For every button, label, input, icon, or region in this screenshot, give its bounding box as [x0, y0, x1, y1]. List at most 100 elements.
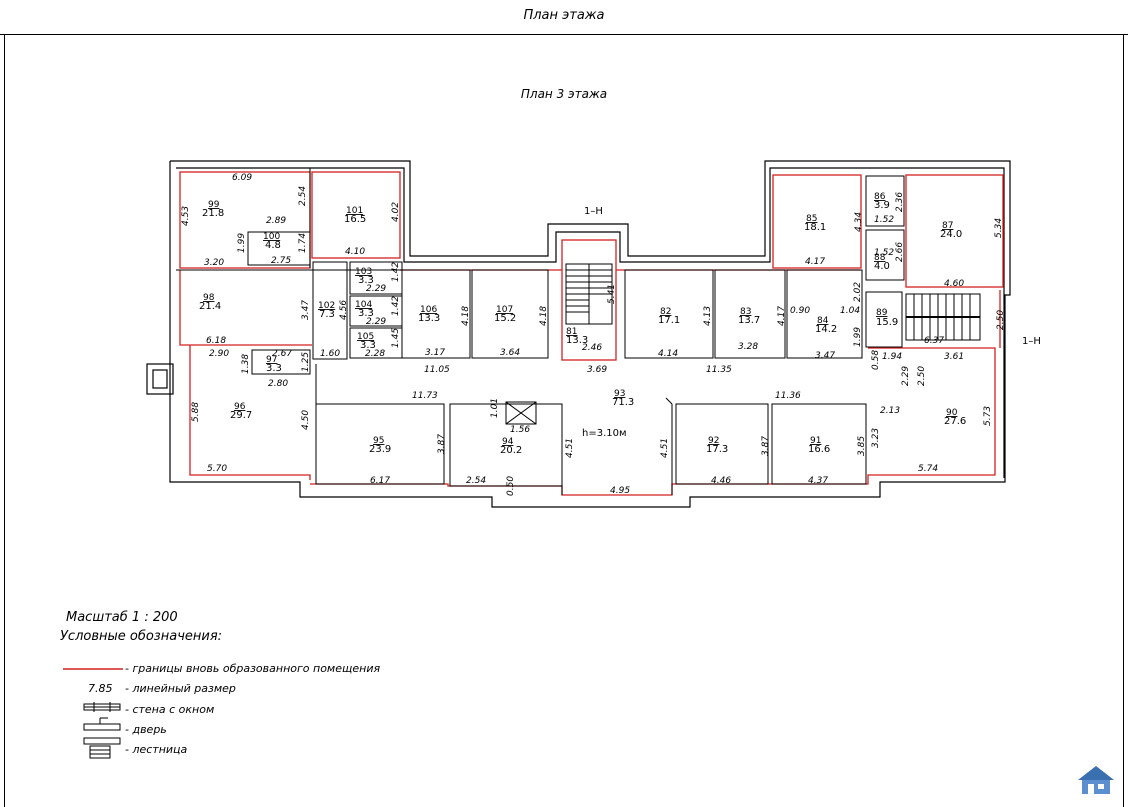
room-82-num: 82 [660, 307, 671, 317]
room-95-num: 95 [373, 436, 384, 446]
room-96-num: 96 [234, 402, 246, 412]
dim-label: 5.73 [983, 406, 993, 426]
dim-label: 6.18 [206, 336, 226, 346]
room-105-area: 3.3 [360, 340, 376, 351]
legend-door-label: - дверь [125, 723, 167, 736]
legend-dim-value: 7.85 [88, 682, 113, 695]
corridor-num: 93 [614, 389, 625, 399]
dim-label: 1.94 [882, 352, 902, 362]
dim-label: 1.04 [840, 306, 860, 316]
dim-label: 3.64 [500, 348, 520, 358]
room-103-num: 103 [355, 267, 372, 277]
room-86-box [865, 175, 905, 227]
room-97-area: 3.3 [266, 363, 282, 374]
room-81-num: 81 [566, 327, 577, 337]
dim-label: 4.37 [808, 476, 828, 486]
dim-label: 3.47 [815, 351, 835, 361]
boundary-98 [179, 270, 312, 346]
dim-label: 11.36 [775, 391, 801, 401]
dim-label: 4.51 [565, 438, 575, 458]
header-title: План этажа [523, 8, 605, 23]
room-87-num: 87 [942, 221, 953, 231]
dim-label: 2.29 [901, 366, 911, 386]
legend-boundary-label: - границы вновь образованного помещения [125, 662, 381, 675]
stair-west [565, 263, 613, 325]
scale-label: Масштаб 1 : 200 [66, 610, 178, 625]
dim-label: 2.50 [996, 310, 1006, 330]
boundary-101 [311, 171, 401, 259]
room-94-num: 94 [502, 437, 514, 447]
dimensions-horizontal: 6.09 2.89 2.75 3.20 4.10 2.29 2.29 2.28 … [204, 173, 964, 496]
dim-label: 2.54 [298, 186, 308, 206]
dim-label: 2.67 [272, 349, 292, 359]
dim-label: 1.52 [874, 215, 894, 225]
legend-window-wall-label: - стена с окном [125, 703, 215, 716]
dim-label: 2.75 [271, 256, 291, 266]
room-99-num: 99 [208, 200, 220, 210]
room-97-num: 97 [266, 355, 277, 365]
dim-label: 1.42 [391, 262, 401, 282]
corridor-area: 71.3 [612, 397, 634, 408]
dim-label: 1.99 [237, 233, 247, 253]
room-94-area: 20.2 [500, 445, 522, 456]
dim-label: 3.87 [761, 436, 771, 456]
room-102-box [312, 261, 348, 360]
dim-label: 4.02 [391, 202, 401, 222]
dim-label: 11.05 [424, 365, 450, 375]
dim-label: 6.09 [232, 173, 252, 183]
legend-door-symbol [83, 717, 121, 731]
room-101-area: 16.5 [344, 214, 366, 225]
dim-label: 6.17 [370, 476, 390, 486]
room-91-area: 16.6 [808, 444, 830, 455]
dim-label: 4.18 [461, 306, 471, 326]
room-83-area: 13.7 [738, 315, 760, 326]
room-107-num: 107 [496, 305, 513, 315]
dim-label: 3.69 [587, 365, 607, 375]
dim-label: 0.50 [506, 476, 516, 496]
dim-label: 11.73 [412, 391, 438, 401]
corridor-height: h=3.10м [582, 428, 627, 439]
elevator-shaft [505, 401, 537, 425]
dim-label: 1.38 [241, 354, 251, 374]
column-left-inner [152, 369, 168, 389]
dim-label: 4.17 [777, 306, 787, 326]
dim-label: 5.70 [207, 464, 227, 474]
dim-label: 3.17 [425, 348, 445, 358]
dim-label: 2.29 [366, 284, 386, 294]
room-100-num: 100 [263, 232, 280, 242]
dim-label: 4.53 [181, 206, 191, 226]
frame-right-line [1123, 34, 1124, 807]
room-102-area: 7.3 [319, 309, 335, 320]
room-91-box [771, 403, 867, 485]
room-106-num: 106 [420, 305, 437, 315]
room-90-num: 90 [946, 408, 958, 418]
room-100-box [247, 231, 311, 266]
dim-label: 4.13 [703, 306, 713, 326]
legend-window-wall-symbol [83, 702, 121, 712]
dim-label: 4.10 [345, 247, 365, 257]
dim-label: 1.25 [301, 352, 311, 372]
dim-label: 2.89 [266, 216, 286, 226]
room-83-box [714, 269, 786, 359]
room-91-num: 91 [810, 436, 821, 446]
dim-label: 1.42 [391, 296, 401, 316]
room-87-area: 24.0 [940, 229, 962, 240]
dim-label: 2.29 [366, 317, 386, 327]
dim-label: 3.23 [871, 428, 881, 448]
dim-label: 2.80 [268, 379, 288, 389]
dim-label: 2.66 [895, 242, 905, 262]
room-89-num: 89 [876, 308, 888, 318]
room-92-area: 17.3 [706, 444, 728, 455]
dimensions-vertical: 4.53 2.54 1.99 1.74 4.02 1.42 1.42 1.45 … [181, 186, 1006, 496]
stair-east [905, 293, 981, 341]
room-85-num: 85 [806, 214, 817, 224]
room-85-area: 18.1 [804, 222, 826, 233]
dim-label: 4.14 [658, 349, 678, 359]
house-logo-icon [1078, 766, 1114, 794]
room-101-num: 101 [346, 206, 363, 216]
room-104-area: 3.3 [358, 308, 374, 319]
elevator-x2 [505, 401, 537, 425]
room-89-box [865, 291, 903, 348]
boundary-81 [561, 239, 617, 361]
room-97-box [251, 349, 311, 375]
